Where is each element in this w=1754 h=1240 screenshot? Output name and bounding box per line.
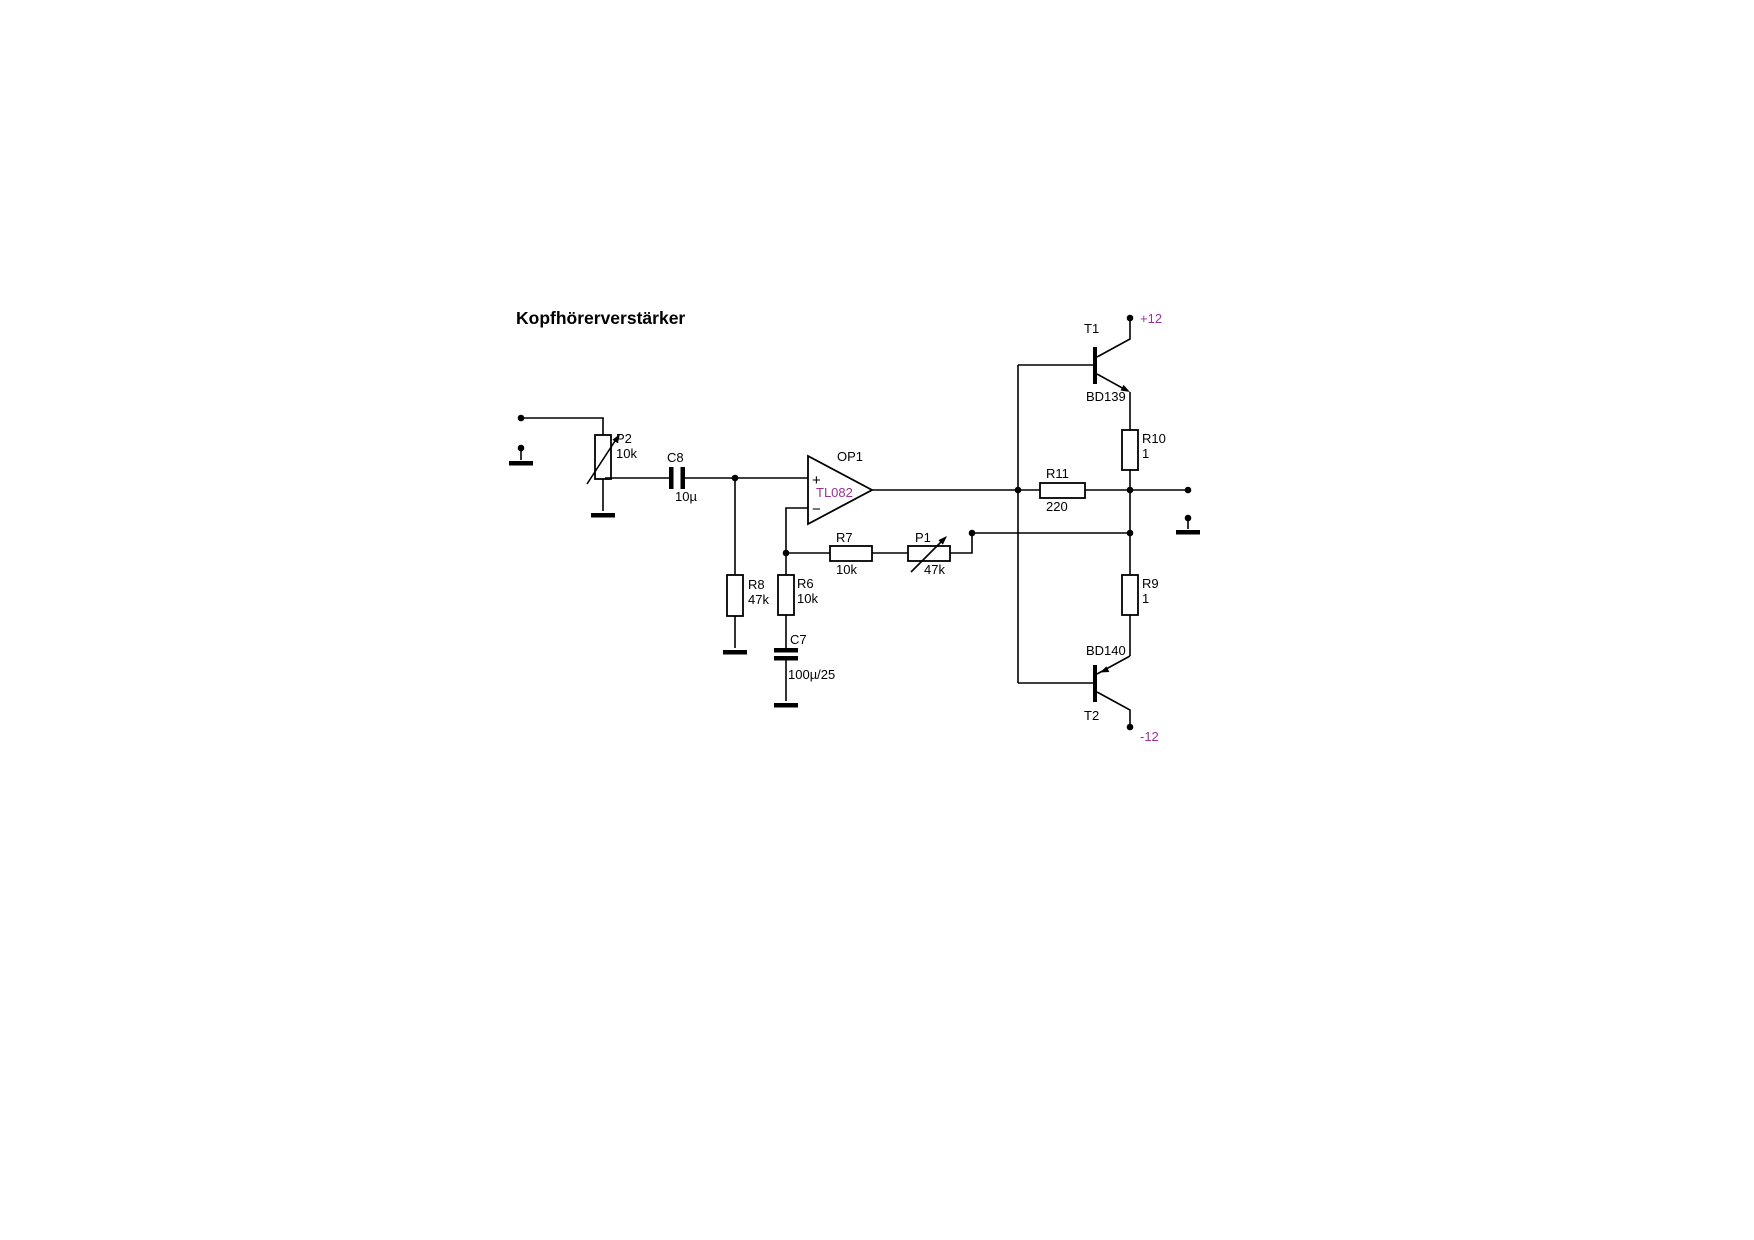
vminus-label: -12 <box>1140 729 1159 744</box>
c8-ref-label: C8 <box>667 450 684 465</box>
transistor-t1: T1 BD139 +12 <box>1084 311 1162 430</box>
r6-value-label: 10k <box>797 591 818 606</box>
output-ground-pin-dot <box>1184 514 1192 522</box>
t2-part-label: BD140 <box>1086 643 1126 658</box>
potentiometer-p2-wiper-arrow <box>586 440 616 485</box>
ground-symbol <box>509 461 533 466</box>
c7-plate-bottom <box>774 656 798 661</box>
ground-symbol <box>723 650 747 655</box>
wire-p1-to-feedback <box>950 533 973 554</box>
t1-collector-wire <box>1096 321 1131 358</box>
c8-value-label: 10µ <box>675 489 697 504</box>
t1-emitter-wire <box>1096 373 1127 391</box>
resistor-r10-body <box>1121 429 1139 471</box>
resistor-r6-body <box>777 574 795 616</box>
opamp-plus-input-label: + <box>812 472 821 489</box>
output-ground-pin <box>1176 514 1200 535</box>
r7-ref-label: R7 <box>836 530 853 545</box>
input-signal-wire <box>521 417 604 435</box>
wire-opamp-inverting <box>785 507 808 553</box>
trimmer-p1-arrowhead <box>938 536 947 545</box>
t1-part-label: BD139 <box>1086 389 1126 404</box>
c7-plate-top <box>774 648 798 653</box>
op1-part-label: TL082 <box>816 485 853 500</box>
ground-symbol <box>774 703 798 708</box>
opamp-minus-input-label: − <box>812 501 821 518</box>
t2-ref-label: T2 <box>1084 708 1099 723</box>
r11-value-label: 220 <box>1046 499 1068 514</box>
op1-ref-label: OP1 <box>837 449 863 464</box>
resistor-r9-body <box>1121 574 1139 616</box>
ground-symbol <box>591 513 615 518</box>
input-ground-pin-dot <box>517 444 525 452</box>
p2-value-label: 10k <box>616 446 637 461</box>
resistor-r7: R7 10k <box>829 530 908 577</box>
t1-emitter-arrowhead <box>1120 384 1130 392</box>
schematic-title: Kopfhörerverstärker <box>516 308 685 328</box>
c7-ref-label: C7 <box>790 632 807 647</box>
r6-ref-label: R6 <box>797 576 814 591</box>
r9-value-label: 1 <box>1142 591 1149 606</box>
p1-value-label: 47k <box>924 562 945 577</box>
t2-base-bar <box>1093 665 1097 702</box>
resistor-r6-capacitor-c7: R6 10k C7 100µ/25 <box>774 553 835 708</box>
r10-value-label: 1 <box>1142 446 1149 461</box>
transistor-t2: BD140 T2 -12 <box>1084 643 1159 744</box>
resistor-r8-body <box>726 574 744 617</box>
opamp-op1: + − OP1 TL082 <box>807 449 874 526</box>
resistor-r11-body <box>1039 482 1086 499</box>
t2-emitter-arrowhead <box>1100 666 1110 673</box>
input-connector <box>509 414 604 466</box>
r8-ref-label: R8 <box>748 577 765 592</box>
trimmer-p1: P1 47k <box>907 529 1134 577</box>
t1-base-bar <box>1093 347 1097 384</box>
capacitor-c8: C8 10µ <box>605 450 808 504</box>
opamp-triangle <box>807 454 874 526</box>
resistor-r8: R8 47k <box>723 474 769 655</box>
c8-plate-right <box>680 467 685 489</box>
vplus-terminal-dot <box>1126 314 1134 322</box>
resistor-r10: R10 1 <box>1121 429 1166 575</box>
t2-collector-wire <box>1096 691 1131 724</box>
potentiometer-p2-arrowhead <box>612 434 620 444</box>
r10-ref-label: R10 <box>1142 431 1166 446</box>
output-net: R11 220 <box>872 364 1192 684</box>
r8-value-label: 47k <box>748 592 769 607</box>
c7-value-label: 100µ/25 <box>788 667 835 682</box>
vplus-label: +12 <box>1140 311 1162 326</box>
t1-ref-label: T1 <box>1084 321 1099 336</box>
potentiometer-p2-body <box>594 434 612 480</box>
p1-ref-label: P1 <box>915 530 931 545</box>
output-terminal-dot <box>1184 486 1192 494</box>
p2-ref-label: P2 <box>616 431 632 446</box>
c8-plate-left <box>669 467 674 489</box>
r11-ref-label: R11 <box>1046 466 1069 481</box>
resistor-r9: R9 1 <box>1121 574 1159 656</box>
trimmer-p1-wiper-arrow <box>910 540 943 573</box>
r9-ref-label: R9 <box>1142 576 1159 591</box>
ground-symbol <box>1176 530 1200 535</box>
potentiometer-p2: P2 10k <box>586 431 637 518</box>
vminus-terminal-dot <box>1126 723 1134 731</box>
resistor-r7-body <box>829 545 873 562</box>
r7-value-label: 10k <box>836 562 857 577</box>
